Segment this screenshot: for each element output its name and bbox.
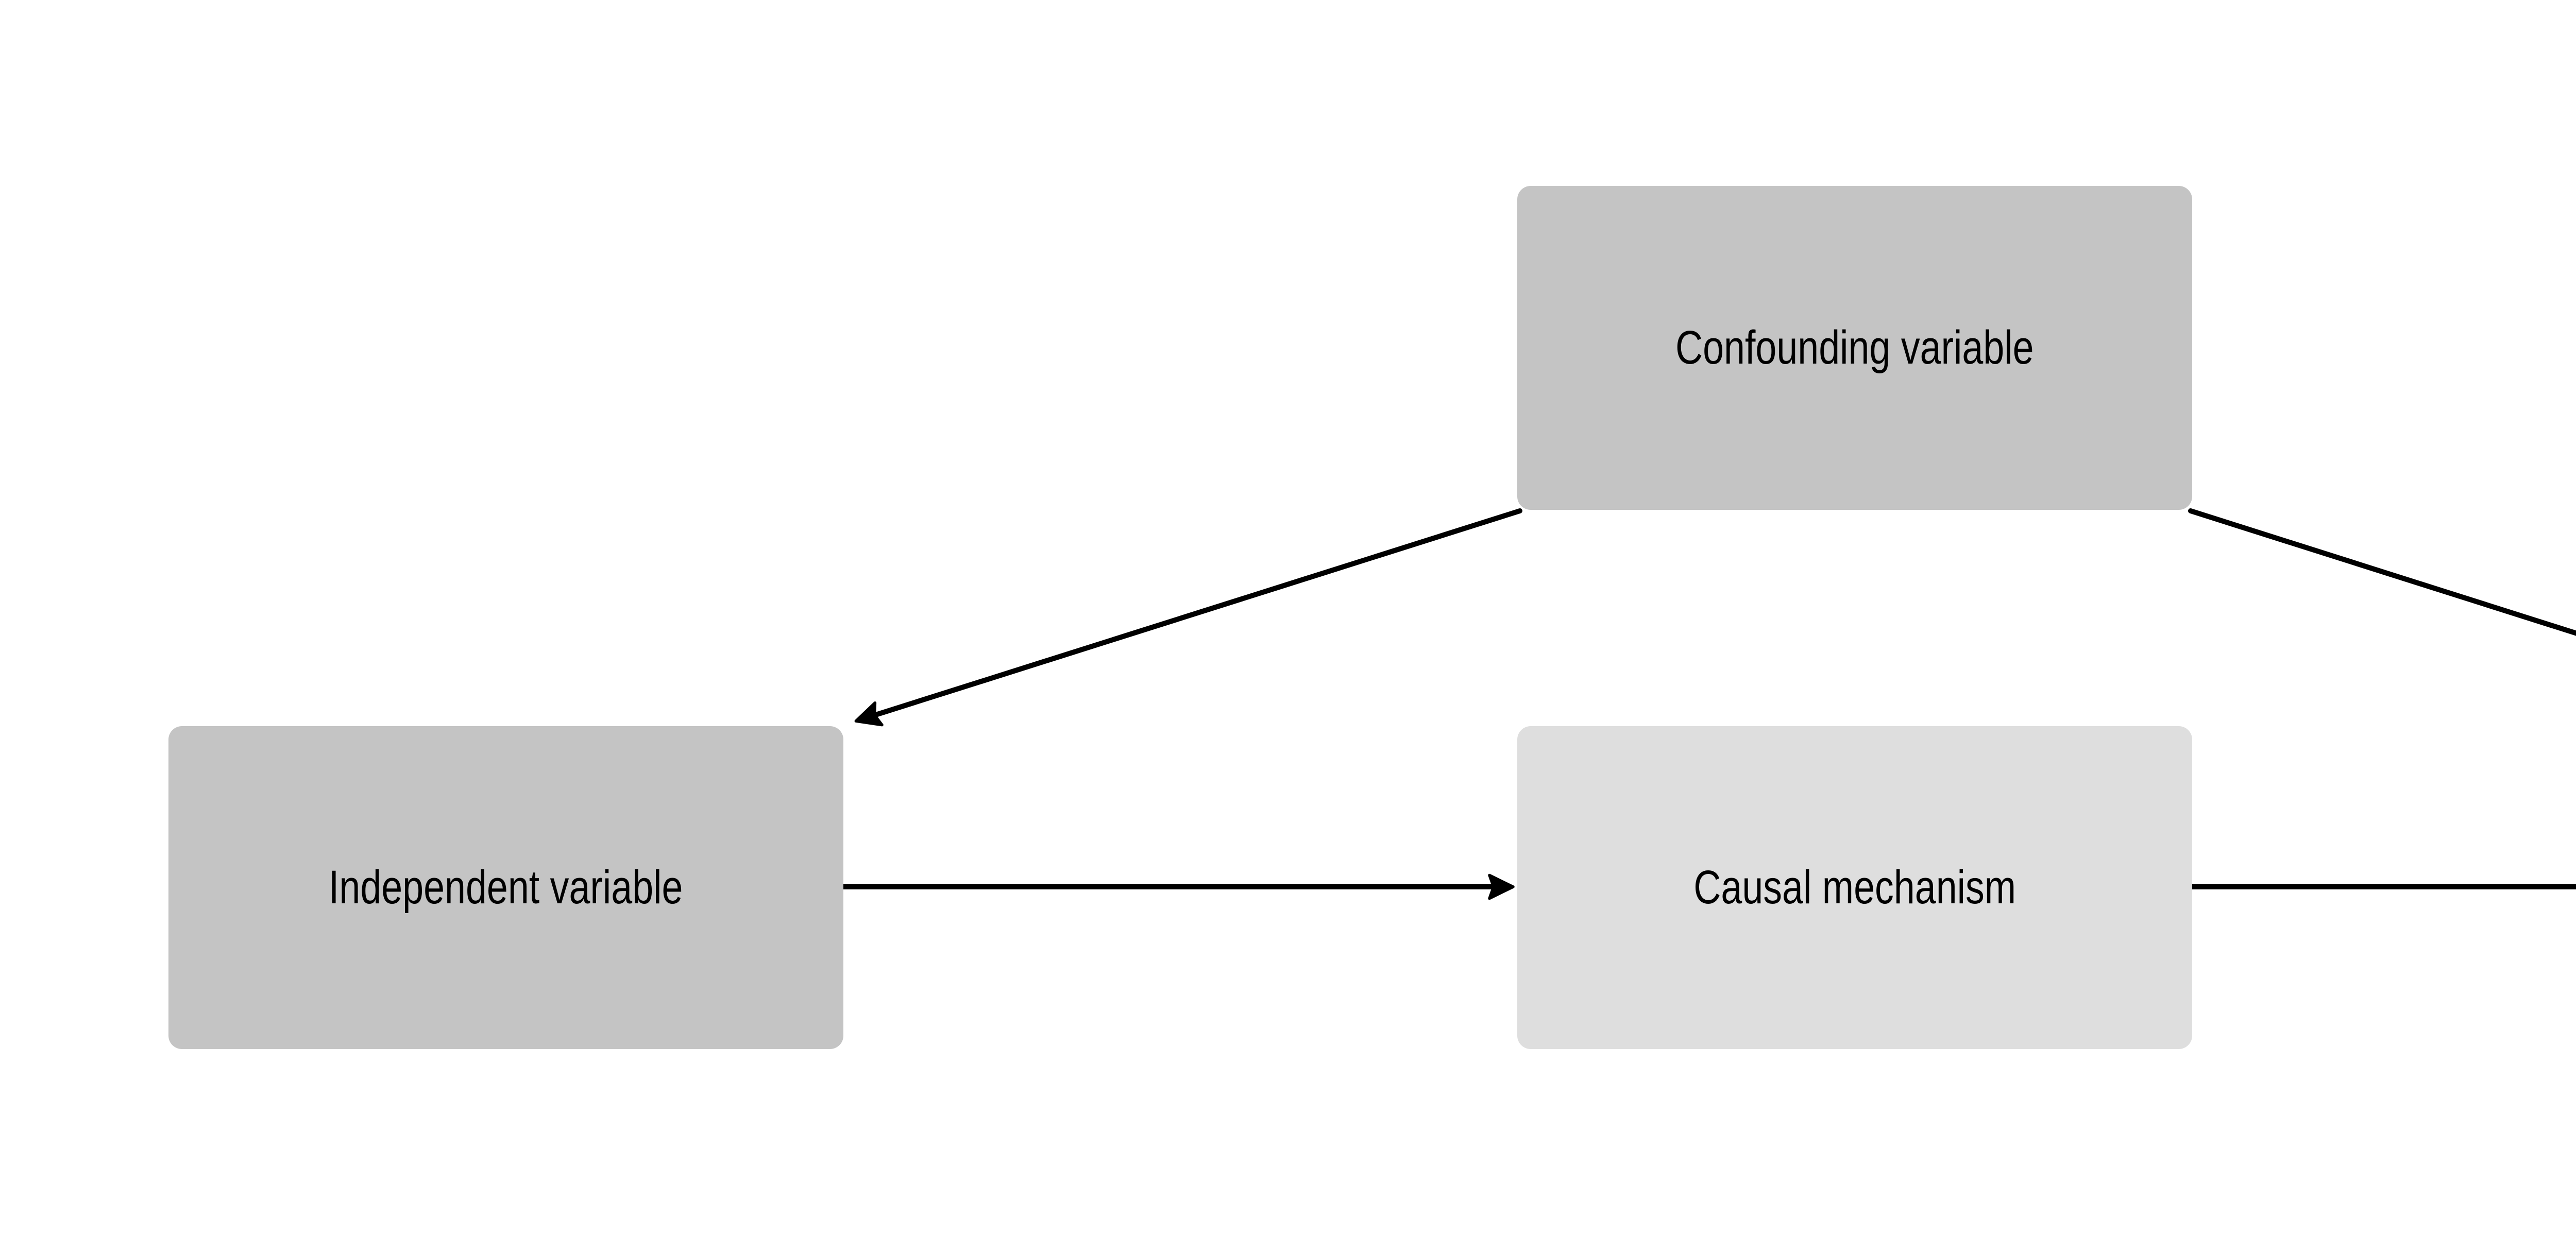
node-causal-mechanism[interactable]: Causal mechanism bbox=[1517, 726, 2192, 1049]
edge-confounding-to-dependent bbox=[2188, 508, 2576, 636]
edge-confounding-to-independent bbox=[854, 508, 1522, 727]
node-causal-mechanism-label: Causal mechanism bbox=[1693, 861, 2016, 914]
node-independent-variable[interactable]: Independent variable bbox=[168, 726, 843, 1049]
node-independent-variable-label: Independent variable bbox=[329, 861, 683, 914]
node-confounding-variable[interactable]: Confounding variable bbox=[1517, 186, 2192, 510]
node-confounding-variable-label: Confounding variable bbox=[1675, 321, 2034, 374]
